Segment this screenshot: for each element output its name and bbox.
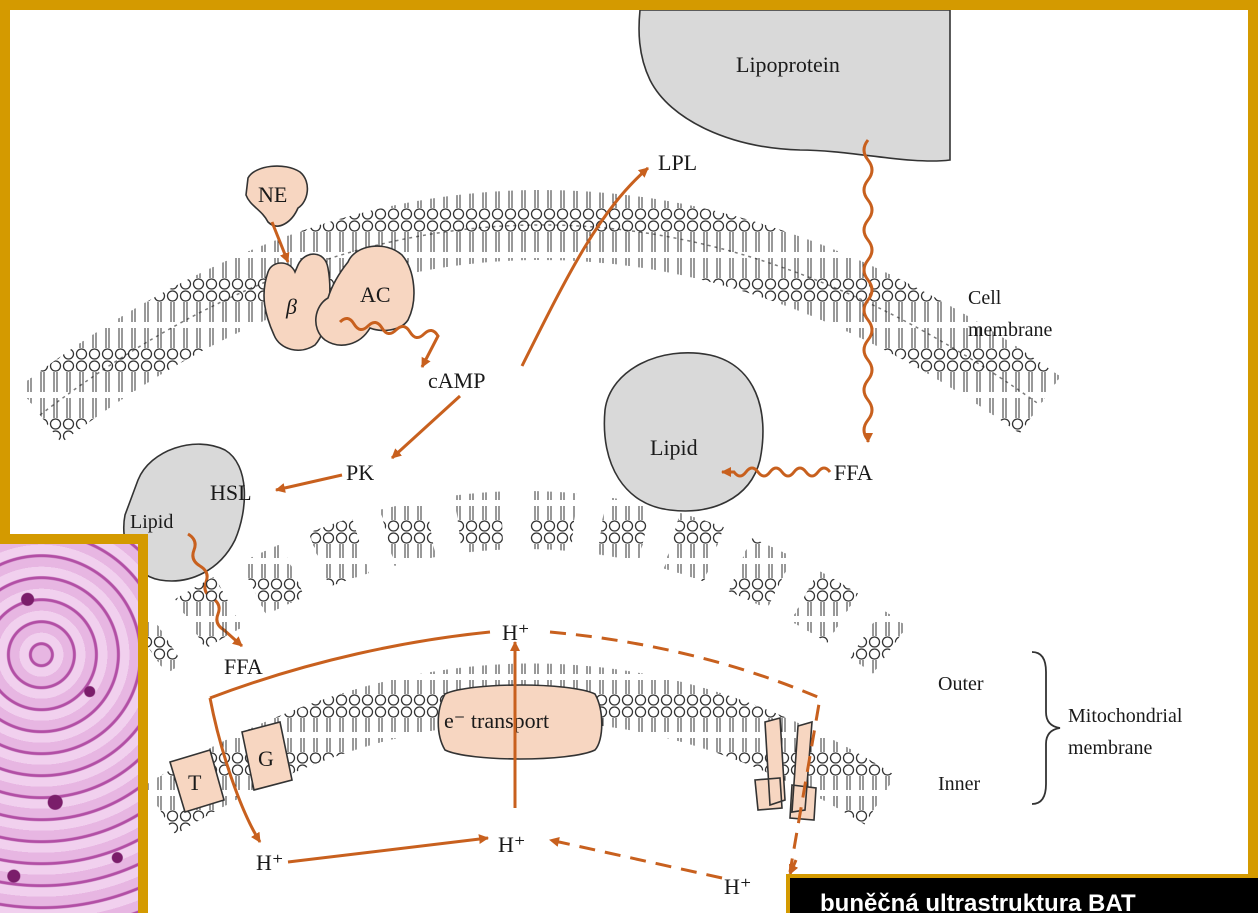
diagram-frame: Lipoprotein Cell membrane NE β AC cAMP L… <box>10 10 1248 913</box>
pk-label: PK <box>346 460 374 485</box>
hsl-label: HSL <box>210 480 252 505</box>
h-plus-bottom-left: H⁺ <box>256 850 284 875</box>
lpl-label: LPL <box>658 150 697 175</box>
caption-text: buněčná ultrastruktura BAT <box>820 890 1136 913</box>
h-plus-top: H⁺ <box>502 620 530 645</box>
cell-membrane <box>40 225 1040 415</box>
lipid-left-label: Lipid <box>130 511 173 533</box>
ne-label: NE <box>258 182 287 207</box>
lipid-droplet-right <box>604 353 763 511</box>
bat-diagram: Lipoprotein Cell membrane NE β AC cAMP L… <box>10 10 1248 913</box>
mitochondrial-label-1: Mitochondrial <box>1068 705 1183 727</box>
inner-label: Inner <box>938 773 981 795</box>
ffa-right-label: FFA <box>834 460 873 485</box>
lipid-right-label: Lipid <box>650 435 698 460</box>
brace <box>1032 652 1060 804</box>
outer-label: Outer <box>938 673 984 695</box>
lipoprotein-label: Lipoprotein <box>736 52 840 77</box>
g-label: G <box>258 746 274 771</box>
ffa-left-label: FFA <box>224 654 263 679</box>
mitochondrial-label-2: membrane <box>1068 737 1153 759</box>
h-plus-bottom-right: H⁺ <box>724 874 752 899</box>
e-transport-label: e⁻ transport <box>444 708 549 733</box>
cell-membrane-label-1: Cell <box>968 287 1002 309</box>
ac-label: AC <box>360 282 391 307</box>
h-plus-bottom-mid: H⁺ <box>498 832 526 857</box>
lipoprotein-blob <box>639 10 950 161</box>
caption-bar: buněčná ultrastruktura BAT <box>786 874 1258 913</box>
t-label: T <box>188 770 202 795</box>
histology-inset-image <box>0 534 148 913</box>
camp-label: cAMP <box>428 368 485 393</box>
cell-membrane-label-2: membrane <box>968 319 1053 341</box>
beta-label: β <box>285 294 297 319</box>
